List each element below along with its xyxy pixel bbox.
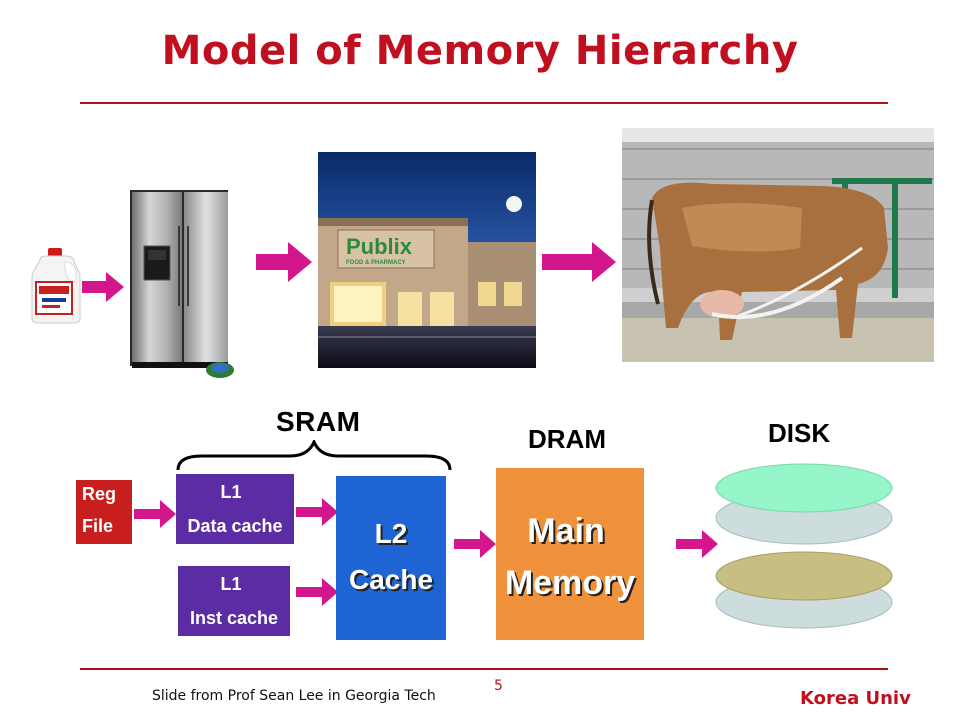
l1-inst-cache-box: L1 Inst cache <box>178 566 290 636</box>
register-file-line2: File <box>82 516 114 536</box>
institution-text: Korea Univ <box>800 688 911 709</box>
l2-cache-line2: Cache <box>348 564 434 595</box>
arrow-icon <box>296 498 338 531</box>
page-number: 5 <box>494 678 503 694</box>
l2-cache-box: L2 Cache <box>336 476 446 640</box>
l1-data-cache-line2: Data cache <box>187 516 283 536</box>
arrow-icon <box>134 500 176 533</box>
dairy-cow-image <box>622 128 934 362</box>
register-file-box: Reg File <box>76 480 132 544</box>
milk-jug-image <box>30 248 82 324</box>
sram-label: SRAM <box>276 406 361 437</box>
publix-store-image: Publix FOOD & PHARMACY <box>318 152 536 368</box>
arrow-icon <box>256 242 312 287</box>
disk-stack-icon <box>710 462 900 637</box>
publix-sign-text: Publix <box>346 234 413 259</box>
arrow-icon <box>676 530 718 563</box>
publix-subsign-text: FOOD & PHARMACY <box>346 260 406 266</box>
dram-label: DRAM <box>528 424 606 454</box>
arrow-icon <box>296 578 338 611</box>
title-divider <box>80 102 888 104</box>
sram-brace <box>174 438 454 477</box>
l1-data-cache-box: L1 Data cache <box>176 474 294 544</box>
credit-text: Slide from Prof Sean Lee in Georgia Tech <box>152 688 436 704</box>
l2-cache-line1: L2 <box>374 518 408 549</box>
l1-inst-cache-line2: Inst cache <box>189 608 279 628</box>
l1-data-cache-line1: L1 <box>220 482 242 502</box>
arrow-icon <box>542 242 616 287</box>
main-memory-line2: Memory <box>504 564 636 602</box>
register-file-line1: Reg <box>82 484 117 504</box>
refrigerator-image <box>124 186 244 378</box>
footer-divider <box>80 668 888 670</box>
arrow-icon <box>82 272 124 307</box>
main-memory-box: Main Memory <box>496 468 644 640</box>
disk-label: DISK <box>768 418 831 448</box>
l1-inst-cache-line1: L1 <box>220 574 242 594</box>
main-memory-line1: Main <box>527 512 605 550</box>
arrow-icon <box>454 530 496 563</box>
slide-title: Model of Memory Hierarchy <box>161 28 799 74</box>
